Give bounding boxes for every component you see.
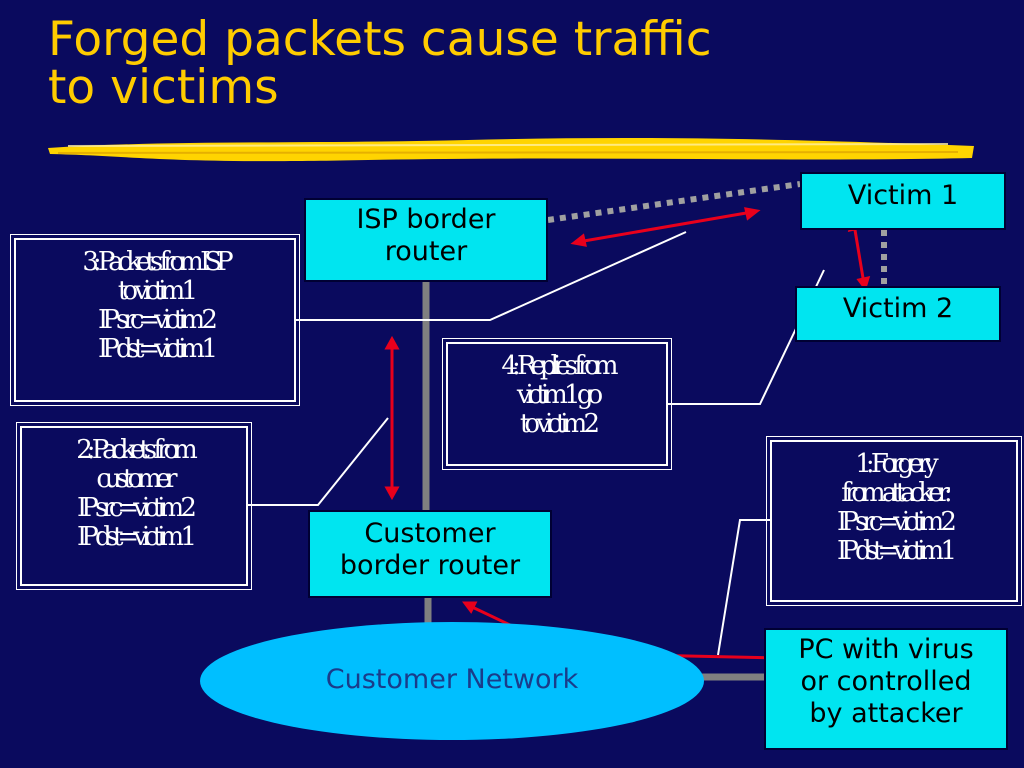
callout-step-3-text: 3: Packets from ISP to victim 1 IP src=v… — [16, 248, 294, 364]
callout-step-1-line-2: from attacker: — [841, 478, 952, 508]
victim-1-label: Victim 1 — [847, 180, 959, 211]
callout-step-2-line-3: IP src=victim 2 — [77, 493, 197, 523]
callout-step-3-line-2: to victim 1 — [117, 276, 198, 306]
callout-step-4-line-3: to victim 2 — [519, 409, 600, 439]
pc-line-2: or controlled — [800, 666, 972, 697]
victim-1-box: Victim 1 — [800, 172, 1006, 230]
callout-step-2-line-2: customer — [96, 464, 177, 494]
pc-line-3: by attacker — [809, 698, 963, 729]
customer-network-cloud — [200, 622, 704, 740]
callout-step-1: 1: Forgery from attacker: IP src=victim … — [766, 436, 1022, 606]
pc-line-1: PC with virus — [798, 634, 974, 665]
victim-2-label: Victim 2 — [842, 293, 954, 324]
title-underline-brush — [48, 138, 974, 162]
leader-step2 — [248, 417, 389, 506]
callout-step-1-line-1: 1: Forgery — [855, 449, 938, 479]
attacker-pc-box: PC with virus or controlled by attacker — [764, 628, 1008, 750]
customer-router-line-1: Customer — [364, 518, 496, 549]
callout-step-1-line-4: IP dst=victim 1 — [836, 536, 957, 566]
callout-step-2: 2: Packets from customer IP src=victim 2… — [16, 422, 252, 590]
callout-step-3: 3: Packets from ISP to victim 1 IP src=v… — [10, 234, 300, 406]
callout-step-2-line-1: 2: Packets from — [76, 435, 198, 465]
callout-step-4-line-2: victim 1 go — [516, 380, 603, 410]
leader-step1 — [717, 519, 770, 656]
callout-step-4-text: 4: Replies from victim 1 go to victim 2 — [448, 352, 666, 439]
callout-step-2-text: 2: Packets from customer IP src=victim 2… — [22, 436, 246, 552]
callout-step-3-line-4: IP dst=victim 1 — [97, 334, 218, 364]
customer-network-label: Customer Network — [325, 664, 579, 695]
title-line-2: to victims — [48, 60, 279, 115]
callout-step-1-line-3: IP src=victim 2 — [837, 507, 957, 537]
title-line-1: Forged packets cause traffic — [48, 12, 712, 67]
leader-step3 — [296, 231, 687, 321]
customer-router-line-2: border router — [339, 550, 521, 581]
callout-step-1-text: 1: Forgery from attacker: IP src=victim … — [772, 450, 1016, 566]
isp-border-router-box: ISP border router — [304, 198, 548, 282]
callout-step-4-line-1: 4: Replies from — [501, 351, 618, 381]
dotted-link-isp-victim1 — [547, 181, 801, 223]
callout-step-4: 4: Replies from victim 1 go to victim 2 — [442, 338, 672, 470]
isp-router-line-2: router — [384, 236, 468, 267]
victim-2-box: Victim 2 — [795, 286, 1001, 342]
arrow-isp-victim1 — [577, 210, 753, 244]
customer-border-router-box: Customer border router — [308, 510, 552, 598]
page-title: Forged packets cause traffic to victims — [48, 16, 948, 112]
callout-step-3-line-3: IP src=victim 2 — [98, 305, 218, 335]
isp-router-line-1: ISP border — [356, 204, 496, 235]
arrow-victim1-victim2 — [852, 223, 866, 285]
callout-step-2-line-4: IP dst=victim 1 — [76, 522, 197, 552]
callout-step-3-line-1: 3: Packets from ISP — [82, 247, 233, 277]
